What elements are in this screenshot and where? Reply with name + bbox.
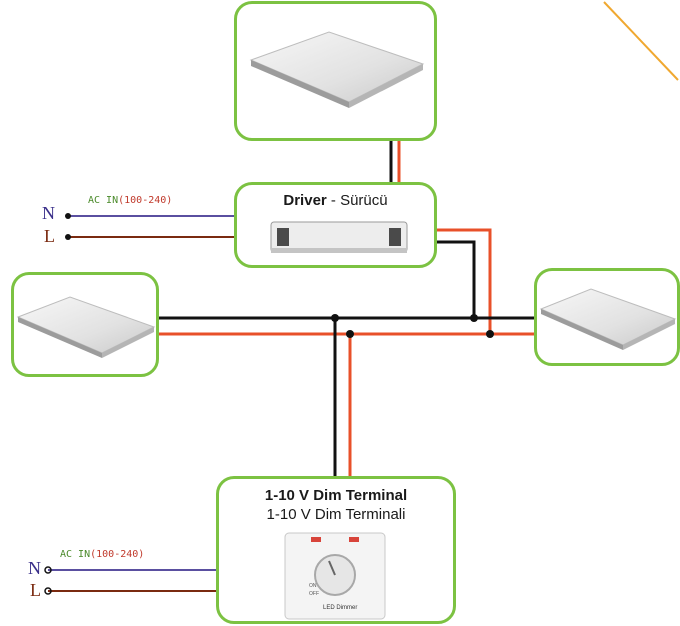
wire-black — [436, 240, 476, 318]
left-panel-box — [11, 272, 159, 377]
led-panel-image — [249, 31, 425, 108]
dimmer-on-label: ON — [309, 583, 317, 589]
driver-title-bold: Driver — [283, 192, 327, 209]
terminal-dot — [44, 566, 52, 574]
wire-red — [436, 228, 492, 334]
ac-in-label: AC IN(100-240) — [60, 549, 144, 560]
terminal-dot — [44, 587, 52, 595]
led-panel-image — [539, 288, 677, 350]
dimmer-knob-label: LED Dimmer — [323, 605, 358, 611]
accent-line — [603, 1, 679, 81]
junction-dot — [486, 330, 494, 338]
ac-in-range: (100-240) — [118, 195, 173, 206]
dim-terminal-title: 1-10 V Dim Terminal — [264, 487, 408, 504]
dimmer-image — [284, 532, 386, 620]
neutral-label: N — [42, 203, 55, 223]
live-label: L — [44, 226, 55, 246]
dim-terminal-subtitle: 1-10 V Dim Terminali — [266, 506, 406, 523]
terminal-dot — [65, 234, 71, 240]
dim-terminal-box: 1-10 V Dim Terminal 1-10 V Dim Terminali… — [216, 476, 456, 624]
driver-box: Driver - Sürücü — [234, 182, 437, 268]
ac-in-text: AC IN — [60, 549, 91, 560]
driver-title-rest: - Sürücü — [326, 192, 388, 209]
ac-in-range: (100-240) — [90, 549, 145, 560]
neutral-label: N — [28, 558, 41, 578]
led-panel-image — [16, 296, 156, 358]
junction-dot — [470, 314, 478, 322]
ac-in-text: AC IN — [88, 195, 119, 206]
terminal-dot — [65, 213, 71, 219]
dimmer-off-label: OFF — [309, 591, 319, 597]
right-panel-box — [534, 268, 680, 366]
driver-image — [270, 221, 408, 253]
top-panel-box — [234, 1, 437, 141]
driver-title: Driver - Sürücü — [237, 192, 434, 209]
live-label: L — [30, 580, 41, 600]
junction-dot — [346, 330, 354, 338]
junction-dot — [331, 314, 339, 322]
ac-in-label: AC IN(100-240) — [88, 195, 172, 206]
